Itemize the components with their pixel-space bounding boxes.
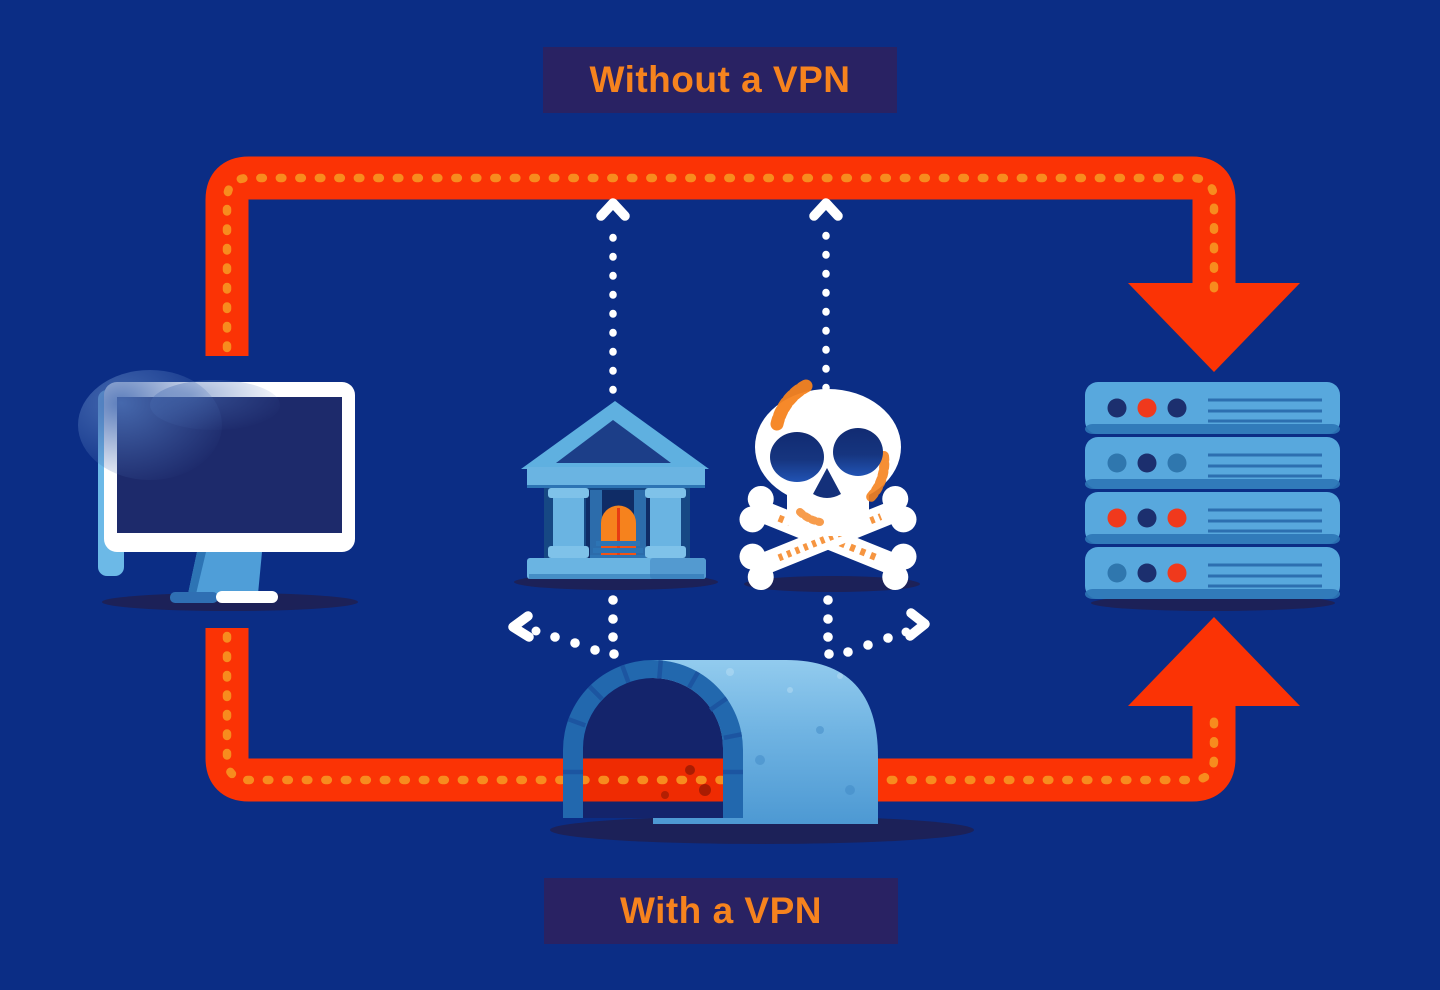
bank-column-right [645, 488, 686, 558]
skull-eye-left [770, 432, 824, 482]
with-vpn-label: With a VPN [619, 890, 822, 931]
bank-entablature [527, 467, 705, 488]
tunnel-arch-ring [563, 660, 743, 818]
server-slab [1085, 382, 1340, 434]
with-vpn-banner: With a VPN [544, 878, 898, 944]
bank-sees-traffic-arrow [596, 198, 630, 394]
dotted-visibility-arrows [508, 198, 930, 659]
hacker-blocked-arrow [823, 595, 930, 659]
bank-steps [590, 541, 646, 560]
skull-orange-texture [796, 508, 824, 526]
skull-eye-right [833, 428, 883, 476]
monitor-base-right [216, 591, 278, 603]
skull-shadow [744, 576, 920, 592]
bank-icon [514, 401, 718, 590]
bank-base-shade [650, 558, 706, 579]
bank-blocked-arrow [508, 595, 619, 659]
bank-base-edge [529, 574, 704, 579]
down-arrowhead-icon [1128, 283, 1300, 372]
monitor-stand-edge [188, 552, 206, 594]
without-vpn-banner: Without a VPN [543, 47, 897, 113]
monitor-stand [188, 552, 262, 594]
without-vpn-pipe-dashes [222, 173, 1219, 353]
without-vpn-pipe [205, 156, 1236, 356]
skull-nose [813, 468, 841, 498]
bank-column-left [548, 488, 589, 558]
skull-orange-texture [865, 451, 890, 503]
hacker-sees-traffic-arrow [809, 198, 843, 392]
up-arrowhead-icon [1128, 617, 1300, 706]
tunnel-arch-stones [563, 660, 743, 775]
screen-glare-2 [150, 380, 280, 430]
server-slab [1085, 492, 1340, 544]
bank-pediment-inner [556, 420, 671, 463]
skull-orange-texture [770, 379, 813, 431]
bank-entablature-edge [527, 485, 705, 488]
tunnel-inner-pipe [583, 758, 723, 802]
red-traffic-path-without-vpn [205, 156, 1300, 372]
server-rack-icon [1085, 382, 1340, 611]
server-slab [1085, 437, 1340, 489]
vpn-tunnel-icon [550, 660, 974, 844]
monitor-base-left [170, 592, 218, 603]
server-slab [1085, 547, 1340, 599]
desktop-computer-icon [78, 370, 358, 611]
without-vpn-label: Without a VPN [589, 59, 851, 100]
skull-crossbones-icon [739, 379, 920, 592]
